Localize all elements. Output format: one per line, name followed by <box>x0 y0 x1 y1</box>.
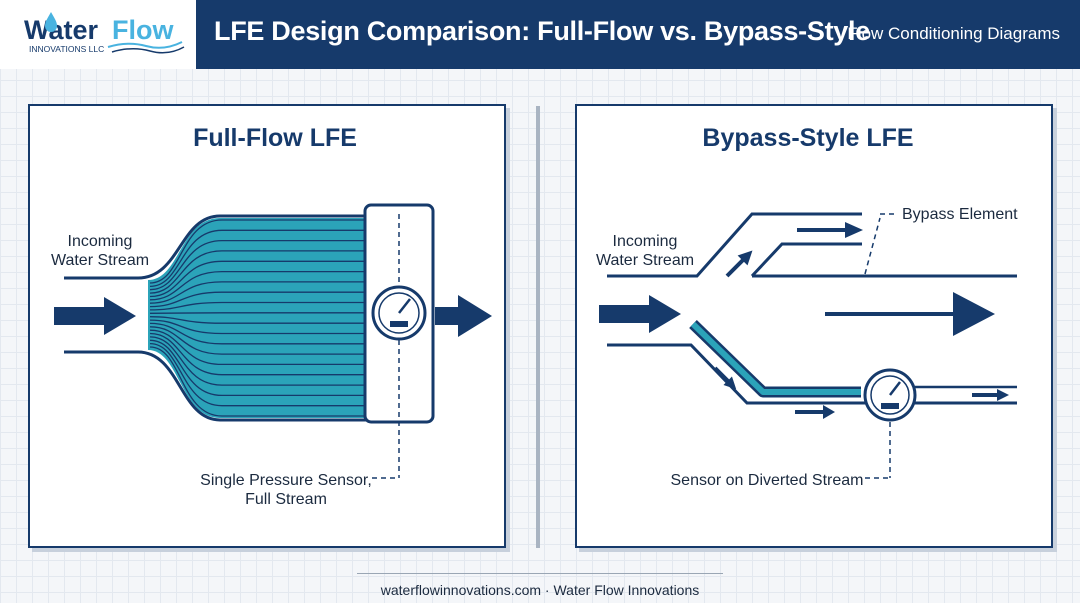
footer-text[interactable]: waterflowinnovations.com · Water Flow In… <box>380 582 700 598</box>
logo-tagline: INNOVATIONS LLC <box>29 44 104 54</box>
flow-channel-line <box>149 346 400 417</box>
flow-channel-line <box>149 316 400 324</box>
flow-channel-line <box>149 319 400 335</box>
bypass-element-label: Bypass Element <box>902 206 1018 223</box>
flow-channel-line <box>149 326 400 355</box>
sensor-label-line2: Full Stream <box>245 491 327 508</box>
logo-word-flow: Flow <box>112 15 174 45</box>
flow-channel-line <box>149 342 400 407</box>
flow-channel-line <box>149 270 400 301</box>
inlet-flow-arrow <box>54 297 136 335</box>
bypass-element-lower-wall <box>750 242 862 278</box>
flow-channel-line <box>149 291 400 308</box>
diverted-stream-fill <box>690 321 861 395</box>
outlet-small-arrow <box>972 389 1009 401</box>
main-flow-arrow <box>825 292 995 336</box>
bypass-style-title: Bypass-Style LFE <box>702 124 913 152</box>
flow-channel-line <box>149 219 400 284</box>
pressure-gauge-icon <box>863 368 917 422</box>
channel-bundle-background <box>148 218 400 418</box>
flow-channel-line <box>149 250 400 294</box>
water-drop-icon <box>45 12 57 32</box>
flow-channel-line <box>149 260 400 298</box>
flow-channel-line <box>149 322 400 345</box>
bypass-element-upper-wall <box>607 212 862 278</box>
bypass-style-diagram: Bypass-Style LFE Incoming Water Stream B… <box>596 124 1018 489</box>
flow-channel-bundle <box>148 218 400 418</box>
page-subtitle: Flow Conditioning Diagrams <box>847 24 1060 43</box>
bypass-flow-arrow <box>797 222 863 238</box>
inlet-label-line1: Incoming <box>68 233 133 250</box>
panel-divider <box>536 106 540 548</box>
logo-word-water: Water <box>24 15 99 45</box>
flow-channel-line <box>149 312 400 314</box>
header-bar: Water Flow INNOVATIONS LLC LFE Design Co… <box>0 0 1080 69</box>
sensor-label-line1: Single Pressure Sensor, <box>200 472 372 489</box>
flow-channel-line <box>149 332 400 376</box>
outlet-flow-arrow <box>435 295 492 337</box>
diverted-stream-tube <box>689 320 861 398</box>
bypass-inlet-label-line2: Water Stream <box>596 252 694 269</box>
inlet-wall-top <box>64 214 400 280</box>
flow-channel-line <box>149 239 400 291</box>
full-flow-panel: Full-Flow LFE Incoming Water Stream Sing… <box>28 104 506 548</box>
inlet-flow-arrow-bypass <box>599 295 681 333</box>
wave-icon <box>107 41 183 49</box>
logo-graphic: Water Flow INNOVATIONS LLC <box>24 12 185 54</box>
flow-channel-line <box>149 301 400 311</box>
flow-channel-line <box>149 229 400 288</box>
diverted-sensor-label: Sensor on Diverted Stream <box>671 472 864 489</box>
footer-divider <box>357 573 723 574</box>
bypass-leader-line <box>864 217 881 275</box>
page-title: LFE Design Comparison: Full-Flow vs. Byp… <box>214 16 870 46</box>
flow-channel-line <box>149 281 400 304</box>
diverted-flow-arrow <box>795 405 835 419</box>
flow-channel-line <box>149 329 400 366</box>
diagonal-bypass-arrow <box>725 250 753 278</box>
inlet-label-line2: Water Stream <box>51 252 149 269</box>
flow-channel-line <box>149 336 400 386</box>
flow-channel-line <box>149 339 400 397</box>
logo[interactable]: Water Flow INNOVATIONS LLC <box>0 0 196 69</box>
diagonal-diverted-arrow <box>713 366 737 390</box>
full-flow-diagram: Full-Flow LFE Incoming Water Stream Sing… <box>51 124 492 508</box>
bypass-style-panel: Bypass-Style LFE Incoming Water Stream B… <box>575 104 1053 548</box>
bypass-inlet-label-line1: Incoming <box>613 233 678 250</box>
pressure-gauge-icon <box>371 285 427 341</box>
wave-icon-2 <box>111 46 185 54</box>
inlet-wall-bottom <box>64 350 400 422</box>
full-flow-title: Full-Flow LFE <box>193 124 357 152</box>
